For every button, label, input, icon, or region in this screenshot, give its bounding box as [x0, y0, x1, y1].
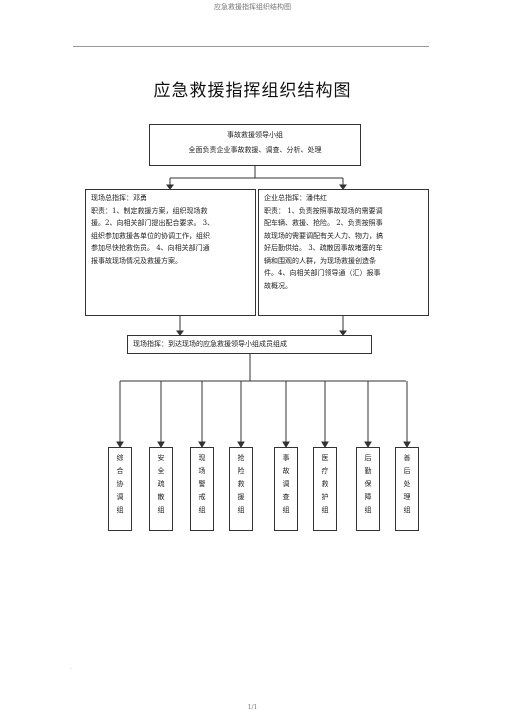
group-char: 勤 — [364, 467, 372, 475]
group-box-rescue: 抢险救援组 — [229, 447, 253, 531]
group-box-investigation: 事故调查组 — [274, 447, 298, 531]
leadership-group-box: 事故救援领导小组 全面负责企业事故救援、调查、分析、处理 — [149, 124, 361, 166]
group-char: 障 — [364, 493, 372, 501]
enterprise-commander-line: 职责： 1、负责按照事故现场的需要调 — [264, 206, 383, 215]
rule-mark: . — [428, 38, 430, 45]
group-char: 故 — [282, 467, 290, 475]
group-char: 救 — [321, 480, 329, 488]
group-box-evacuation: 安全疏散组 — [149, 447, 173, 531]
group-char: 组 — [237, 506, 245, 514]
site-commander-line: 援。2、向相关部门提出配合要求。 3、 — [91, 219, 215, 227]
chart-title: 应急救援指挥组织结构图 — [153, 81, 352, 101]
group-char: 保 — [364, 480, 372, 488]
left-branch-arrow — [166, 184, 174, 190]
group-char: 疗 — [321, 467, 329, 475]
group-char: 散 — [157, 493, 165, 501]
corner-mark: . — [70, 664, 72, 671]
group-arrow — [282, 441, 290, 448]
group-char: 组 — [282, 506, 290, 514]
group-char: 组 — [116, 506, 124, 514]
group-arrow — [403, 441, 411, 448]
group-char: 戒 — [198, 493, 206, 501]
leadership-group-title: 事故救援领导小组 — [227, 131, 283, 139]
enterprise-commander-line: 配车辆、救援、抢险。 2、负责按照事 — [264, 219, 383, 227]
group-box-cordon: 现场警戒组 — [190, 447, 214, 531]
group-char: 组 — [403, 506, 411, 514]
group-char: 警 — [198, 480, 206, 488]
group-arrow — [198, 441, 206, 448]
site-commander-line: 参加尽快抢救伤员。 4、向相关部门通 — [91, 244, 210, 252]
group-arrow — [364, 441, 372, 448]
enterprise-commander-line: 好后勤供给。 3、疏散因事故堵塞的车 — [264, 244, 383, 252]
group-char: 险 — [237, 467, 245, 475]
group-char: 组 — [157, 506, 165, 514]
group-arrow — [321, 441, 329, 448]
group-char: 全 — [157, 467, 165, 475]
group-char: 护 — [321, 493, 329, 501]
site-commander-line: 现场总指挥：邓勇 — [91, 194, 147, 202]
group-char: 后 — [403, 467, 411, 475]
site-commander-line: 报事故现场情况及救援方案。 — [91, 256, 182, 265]
enterprise-commander-line: 故概况。 — [264, 281, 292, 290]
page-header: 应急救援指挥组织结构图 — [214, 3, 291, 11]
group-arrow — [116, 441, 124, 448]
group-box-medical: 医疗救护组 — [313, 447, 337, 531]
group-char: 疏 — [157, 480, 165, 488]
group-char: 后 — [364, 454, 372, 462]
group-box-aftermath: 善后处理组 — [395, 447, 419, 531]
group-char: 查 — [282, 493, 290, 501]
group-char: 处 — [403, 480, 411, 488]
group-box-coordination: 综合协调组 — [108, 447, 132, 531]
group-char: 抢 — [237, 454, 245, 462]
page-number: 1/1 — [247, 704, 258, 711]
site-commander-line: 职责：1、制定救援方案，组织现场救 — [91, 206, 208, 215]
site-command-box: 现场指挥：到达现场的应急救援领导小组成员组成 — [127, 335, 372, 354]
enterprise-commander-line: 故现场的需要调配有关人力、物力，搞 — [264, 231, 383, 240]
group-arrow — [237, 441, 245, 448]
right-branch-arrow — [339, 184, 347, 190]
group-char: 组 — [198, 506, 206, 514]
header-rule — [73, 46, 429, 47]
group-char: 综 — [116, 454, 124, 462]
group-arrow — [157, 441, 165, 448]
group-char: 协 — [116, 480, 124, 488]
group-char: 安 — [157, 454, 165, 462]
leadership-group-duty: 全面负责企业事故救援、调查、分析、处理 — [188, 146, 322, 154]
enterprise-commander-line: 件。4、向相关部门领导通（汇）报事 — [264, 269, 381, 277]
site-commander-box: 现场总指挥：邓勇 职责：1、制定救援方案，组织现场救 援。2、向相关部门提出配合… — [85, 189, 256, 316]
right-down-arrow — [339, 330, 347, 336]
group-char: 场 — [198, 467, 206, 475]
enterprise-commander-box: 企业总指挥：潘伟红 职责： 1、负责按照事故现场的需要调 配车辆、救援、抢险。 … — [258, 189, 429, 316]
site-commander-line: 组织参加救援各单位的协调工作，组织 — [91, 231, 210, 240]
group-char: 救 — [237, 480, 245, 488]
group-char: 事 — [282, 454, 290, 462]
group-char: 现 — [198, 454, 206, 462]
group-char: 组 — [364, 506, 372, 514]
group-char: 医 — [321, 454, 329, 462]
group-char: 调 — [116, 493, 124, 501]
group-char: 调 — [282, 480, 290, 488]
enterprise-commander-line: 企业总指挥：潘伟红 — [264, 194, 327, 202]
group-box-logistics: 后勤保障组 — [356, 447, 380, 531]
group-char: 善 — [403, 454, 411, 462]
group-char: 理 — [403, 493, 411, 501]
enterprise-commander-line: 辆和围观的人群，为现场救援创造条 — [264, 256, 376, 265]
group-char: 合 — [116, 467, 124, 475]
group-char: 援 — [237, 493, 245, 501]
left-down-arrow — [176, 330, 184, 336]
group-char: 组 — [321, 506, 329, 514]
